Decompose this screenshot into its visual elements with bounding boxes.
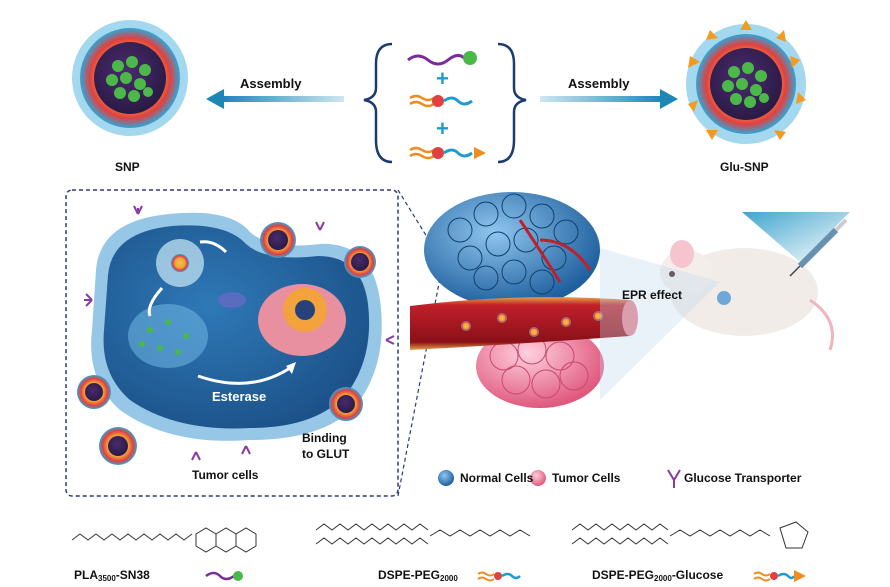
- assembly-arrow-left: [206, 89, 344, 109]
- dspe-peg-glucose-structure: [571, 521, 809, 549]
- dspe-peg-legend-icon: [477, 571, 521, 582]
- injection-beam: [742, 212, 850, 262]
- dspe-peg-component: [409, 94, 473, 108]
- pla-sn38-structure: [71, 527, 257, 553]
- dspe-peg-glucose-component: [409, 146, 486, 160]
- molecule-label-pla-sn38: PLA3500-SN38: [74, 568, 150, 583]
- molecule-subscript: 2000: [440, 574, 458, 583]
- blood-vessel: [410, 297, 638, 350]
- molecule-name: DSPE-PEG: [378, 568, 441, 582]
- cell-nanoparticles: [77, 222, 376, 465]
- glucose-transporter-legend-icon: [667, 469, 681, 488]
- legend-tumor-cells: Tumor Cells: [552, 471, 621, 485]
- molecule-subscript: 2000: [654, 574, 672, 583]
- normal-tissue: [424, 192, 600, 308]
- normal-cell-legend-icon: [438, 470, 454, 486]
- molecule-label-dspe-peg-glucose: DSPE-PEG2000-Glucose: [592, 568, 723, 583]
- legend-glucose-transporter: Glucose Transporter: [684, 471, 802, 485]
- plus-icon: +: [436, 66, 449, 91]
- tumor-cells-caption: Tumor cells: [192, 468, 259, 482]
- glu-snp-particle: [686, 20, 806, 144]
- assembly-arrow-right: [540, 89, 678, 109]
- syringe: [789, 218, 848, 277]
- tumor-cell: [91, 212, 382, 441]
- esterase-label: Esterase: [212, 389, 267, 404]
- snp-label: SNP: [115, 160, 140, 174]
- molecule-name: DSPE-PEG: [592, 568, 655, 582]
- tumor-cell-legend-icon: [530, 470, 546, 486]
- dspe-peg-structure: [315, 523, 531, 545]
- pla-sn38-legend-icon: [205, 571, 243, 581]
- epr-effect-label: EPR effect: [622, 288, 683, 302]
- binding-label-line1: Binding: [302, 431, 347, 445]
- snp-particle: [72, 20, 188, 136]
- mouse: [660, 240, 834, 351]
- cell-panel-frame: [65, 189, 399, 497]
- assembly-label-left: Assembly: [240, 76, 302, 91]
- glut-transporters: [84, 205, 395, 461]
- dspe-peg-glucose-legend-icon: [753, 570, 806, 582]
- molecule-suffix: -SN38: [115, 568, 150, 582]
- molecule-suffix: -Glucose: [671, 568, 724, 582]
- pla-sn38-component: [407, 51, 477, 66]
- binding-label-line2: to GLUT: [302, 447, 350, 461]
- assembly-label-right: Assembly: [568, 76, 630, 91]
- left-brace: [363, 42, 393, 164]
- magnify-beam: [600, 248, 720, 400]
- molecule-name: PLA: [74, 568, 98, 582]
- molecule-label-dspe-peg: DSPE-PEG2000: [378, 568, 458, 583]
- molecule-subscript: 3500: [98, 574, 116, 583]
- right-brace: [497, 42, 527, 164]
- plus-icon: +: [436, 116, 449, 141]
- glu-snp-label: Glu-SNP: [720, 160, 769, 174]
- legend-normal-cells: Normal Cells: [460, 471, 534, 485]
